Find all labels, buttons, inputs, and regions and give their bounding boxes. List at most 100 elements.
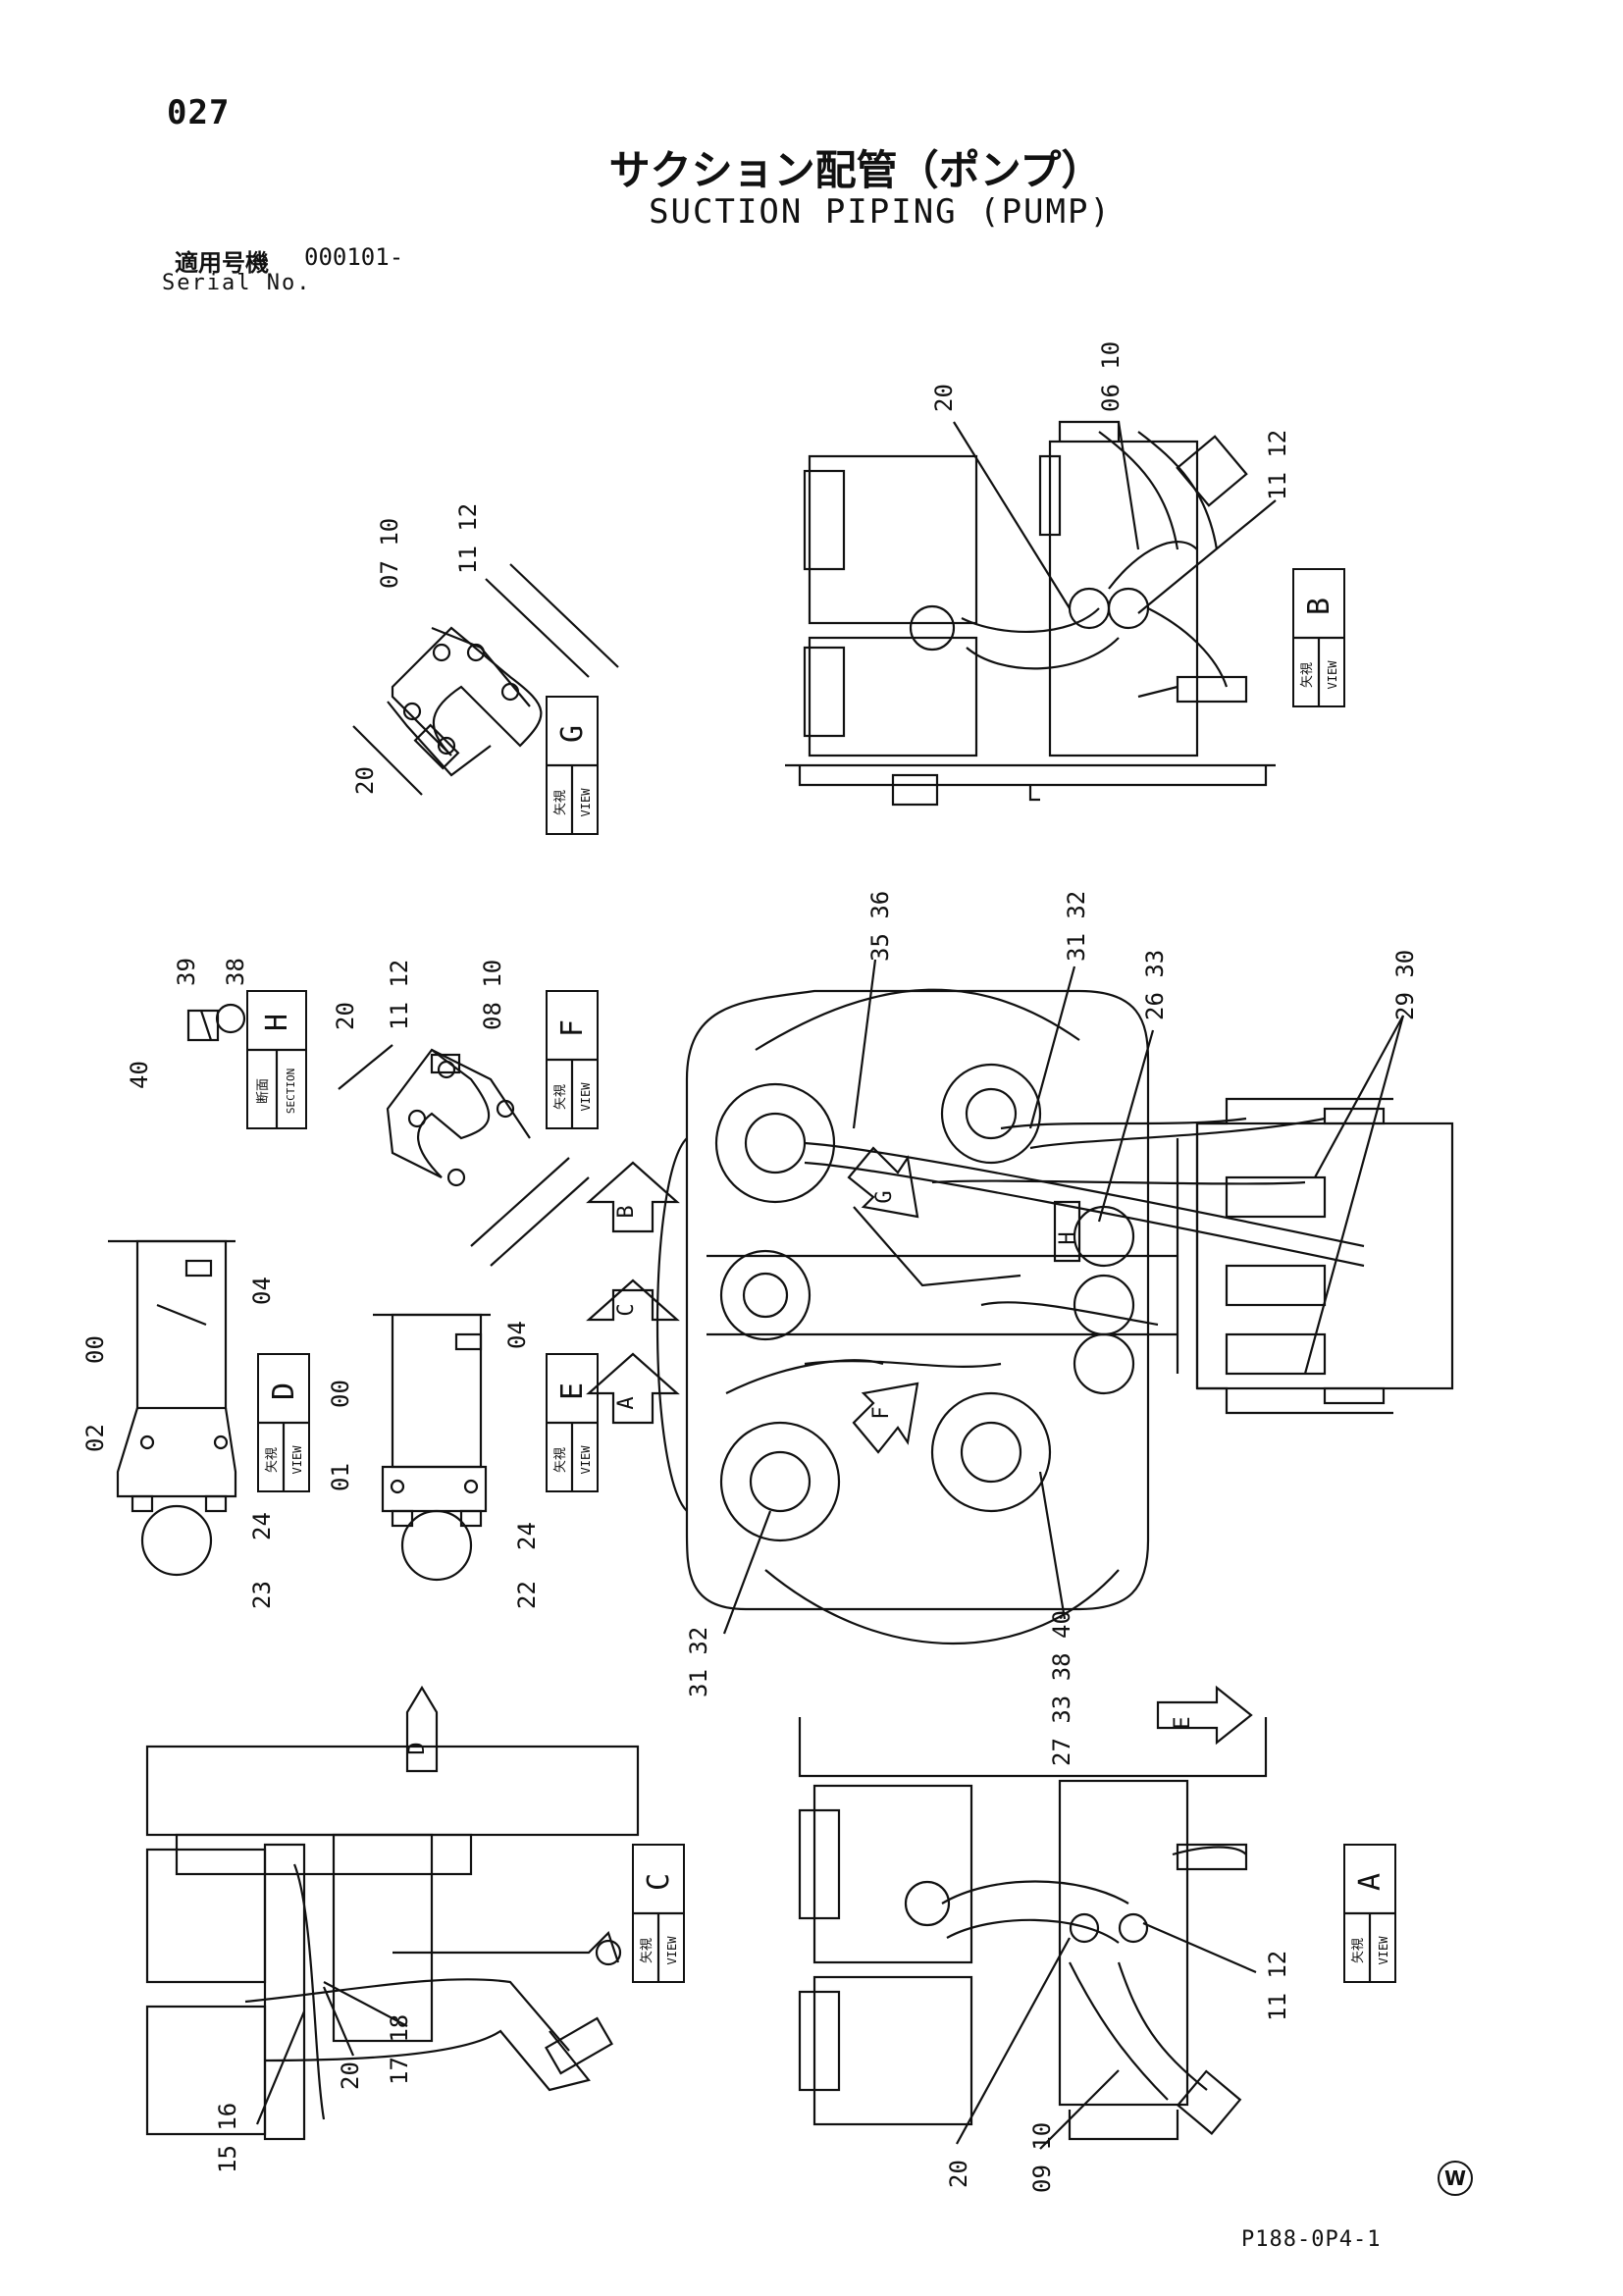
page-number: 027: [167, 93, 231, 132]
view-label-g: [546, 696, 599, 835]
callout-view-h-38: 38: [222, 958, 249, 986]
page-title-en: SUCTION PIPING (PUMP): [649, 192, 1112, 232]
view-e-drawing: [373, 1313, 491, 1582]
view-label-a-jp: 矢視: [1351, 1938, 1366, 1963]
main-view-leaders: [722, 959, 1405, 1635]
callout-view-h-40: 40: [126, 1061, 153, 1089]
serial-label-en: Serial No.: [162, 271, 312, 295]
view-arrow-a: [586, 1352, 680, 1425]
callout-view-h-39: 39: [173, 958, 200, 986]
callout-view-b-20: 20: [930, 384, 958, 412]
view-label-d-jp: 矢視: [265, 1447, 280, 1473]
callout-view-d-00: 00: [81, 1335, 109, 1364]
view-label-c-letter: C: [642, 1873, 676, 1891]
callout-view-b-11-12: 11 12: [1264, 430, 1291, 500]
view-label-d: [257, 1353, 310, 1492]
callout-view-g-11-12: 11 12: [454, 503, 482, 574]
serial-label-jp: 適用号機: [175, 249, 269, 277]
view-label-f: [546, 990, 599, 1129]
view-label-a-en: VIEW: [1377, 1936, 1390, 1965]
view-g-drawing: [352, 563, 619, 796]
view-label-f-letter: F: [555, 1019, 590, 1037]
view-arrow-g-letter: G: [872, 1190, 897, 1203]
callout-view-a-11-12: 11 12: [1264, 1951, 1291, 2021]
callout-main-27-33-38-40: 27 33 38 40: [1048, 1610, 1075, 1766]
callout-view-d-04: 04: [248, 1277, 276, 1305]
callout-view-c-17-18: 17 18: [386, 2014, 413, 2085]
view-label-b: [1292, 568, 1345, 707]
drawing-reference: P188-0P4-1: [1241, 2227, 1382, 2252]
view-label-f-jp: 矢視: [553, 1084, 568, 1110]
w-mark: W: [1438, 2161, 1473, 2196]
view-label-a-letter: A: [1353, 1873, 1387, 1891]
callout-main-31-32-bottom: 31 32: [685, 1627, 712, 1697]
view-arrow-f: [852, 1382, 919, 1454]
view-arrow-e-letter: E: [1171, 1716, 1195, 1729]
view-arrow-e: [1156, 1685, 1253, 1746]
view-label-h-jp: 断面: [256, 1078, 271, 1104]
view-arrow-b-letter: B: [614, 1205, 639, 1218]
callout-main-35-36: 35 36: [866, 891, 894, 962]
callout-view-g-07-10: 07 10: [376, 518, 403, 589]
view-b-drawing: [785, 420, 1276, 807]
view-arrow-c: [586, 1278, 680, 1322]
view-arrow-f-letter: F: [869, 1406, 894, 1419]
callout-view-e-00: 00: [327, 1380, 354, 1408]
callout-main-29-30: 29 30: [1391, 950, 1419, 1020]
view-arrow-c-letter: C: [614, 1303, 639, 1316]
callout-view-g-20: 20: [351, 766, 379, 795]
view-d-drawing: [108, 1239, 237, 1577]
view-label-c: [632, 1844, 685, 1983]
view-b-leaders: [953, 421, 1277, 614]
view-label-d-en: VIEW: [290, 1445, 304, 1475]
view-label-e-en: VIEW: [579, 1445, 593, 1475]
view-arrow-a-letter: A: [614, 1396, 639, 1409]
view-label-b-en: VIEW: [1326, 660, 1339, 690]
callout-view-e-01: 01: [327, 1463, 354, 1491]
callout-main-26-33: 26 33: [1141, 950, 1169, 1020]
view-label-c-jp: 矢視: [640, 1938, 654, 1963]
serial-value: 000101-: [304, 243, 404, 271]
callout-main-31-32-top: 31 32: [1063, 891, 1090, 962]
view-label-h-letter: H: [260, 1014, 294, 1031]
view-label-e-letter: E: [555, 1383, 590, 1400]
view-label-f-en: VIEW: [579, 1082, 593, 1112]
callout-view-f-08-10: 08 10: [479, 960, 506, 1030]
view-f-drawing: [338, 1044, 590, 1267]
view-label-b-jp: 矢視: [1300, 662, 1315, 688]
callout-view-f-20: 20: [332, 1002, 359, 1030]
view-arrow-g: [847, 1146, 919, 1219]
page-title-jp: サクション配管（ポンプ）: [608, 146, 1103, 194]
callout-view-a-09-10: 09 10: [1028, 2122, 1056, 2193]
view-label-a: [1343, 1844, 1396, 1983]
view-label-e: [546, 1353, 599, 1492]
view-label-g-jp: 矢視: [553, 790, 568, 815]
view-label-g-en: VIEW: [579, 788, 593, 817]
callout-view-e-24: 24: [513, 1522, 541, 1550]
view-c-drawing: [145, 1745, 640, 2141]
view-label-h: [246, 990, 307, 1129]
callout-view-f-11-12: 11 12: [386, 960, 413, 1030]
view-label-g-letter: G: [555, 725, 590, 743]
main-view-drawing: [655, 988, 1454, 1644]
view-arrow-d: [405, 1685, 439, 1773]
callout-view-c-15-16: 15 16: [214, 2103, 241, 2173]
callout-view-d-23: 23: [248, 1581, 276, 1609]
view-h-drawing: [186, 1003, 246, 1042]
view-label-e-jp: 矢視: [553, 1447, 568, 1473]
callout-view-c-20: 20: [337, 2061, 364, 2090]
view-label-h-en: SECTION: [285, 1069, 297, 1114]
view-label-d-letter: D: [267, 1383, 301, 1400]
view-a-drawing: [798, 1717, 1268, 2141]
view-arrow-d-letter: D: [405, 1742, 430, 1754]
callout-view-a-20: 20: [945, 2160, 972, 2188]
callout-view-b-06-10: 06 10: [1097, 341, 1125, 412]
view-label-c-en: VIEW: [665, 1936, 679, 1965]
view-arrow-h-letter: H: [1056, 1231, 1080, 1244]
view-c-leaders: [255, 1981, 408, 2125]
view-arrow-h: [1053, 1200, 1081, 1263]
view-a-leaders: [956, 1921, 1257, 2150]
callout-view-e-04: 04: [503, 1321, 531, 1349]
callout-view-e-22: 22: [513, 1581, 541, 1609]
